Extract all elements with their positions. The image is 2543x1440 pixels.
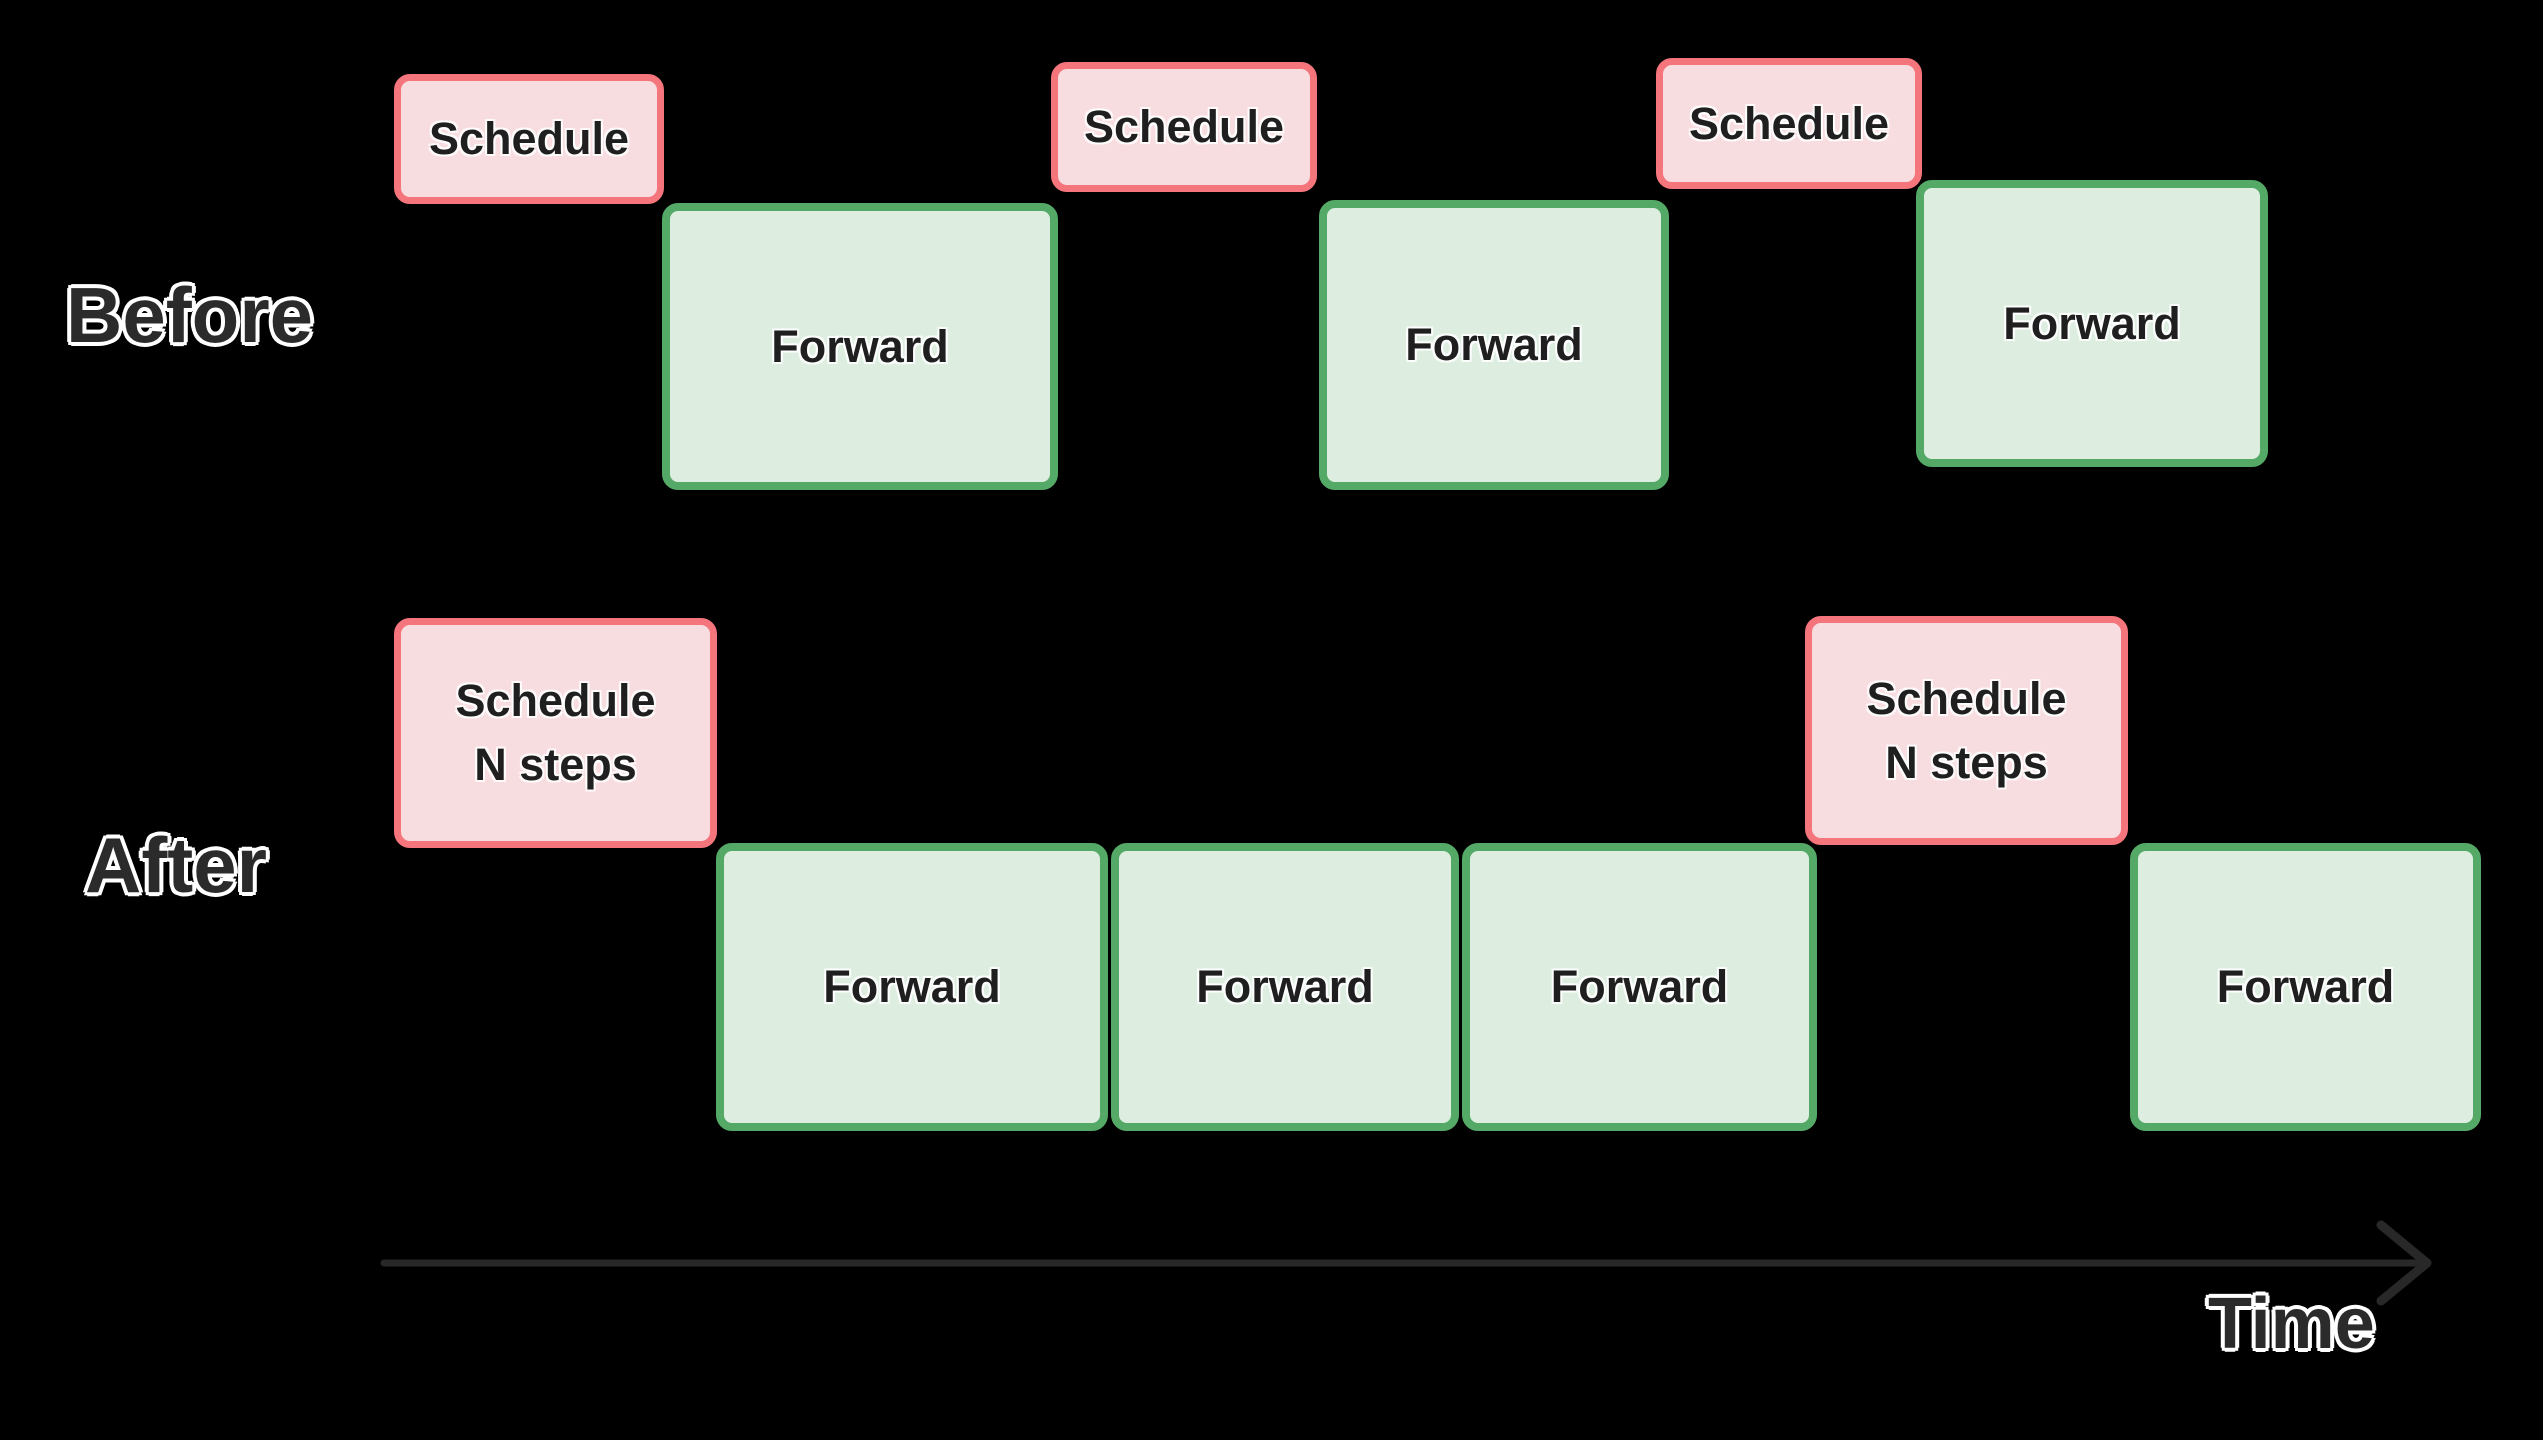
forward-block-label: Forward xyxy=(2216,961,2395,1013)
schedule-n-steps-line2: N steps xyxy=(474,739,637,790)
forward-block: Forward xyxy=(1319,200,1669,490)
schedule-block: Schedule xyxy=(1051,62,1317,192)
schedule-n-steps-block: Schedule N steps xyxy=(394,618,717,848)
forward-block-label: Forward xyxy=(1196,961,1374,1013)
schedule-block-label: Schedule xyxy=(1688,97,1890,149)
schedule-block: Schedule xyxy=(394,74,664,204)
schedule-n-steps-line2: N steps xyxy=(1885,736,2048,788)
schedule-block-label: Schedule xyxy=(1083,101,1285,153)
forward-block: Forward xyxy=(1111,843,1459,1131)
time-axis-arrow xyxy=(380,1220,2432,1306)
forward-block-label: Forward xyxy=(771,320,949,372)
forward-block-label: Forward xyxy=(1550,961,1729,1013)
before-row-label: Before xyxy=(66,271,314,359)
forward-block: Forward xyxy=(716,843,1108,1131)
forward-block: Forward xyxy=(2130,843,2481,1131)
forward-block: Forward xyxy=(662,203,1058,490)
schedule-n-steps-line1: Schedule xyxy=(455,675,656,727)
time-axis-label: Time xyxy=(2208,1284,2375,1364)
forward-block: Forward xyxy=(1916,180,2268,467)
schedule-n-steps-block: Schedule N steps xyxy=(1805,616,2128,845)
forward-block-label: Forward xyxy=(1405,319,1583,371)
schedule-block: Schedule xyxy=(1656,58,1922,189)
schedule-block-label: Schedule xyxy=(428,113,630,165)
forward-block: Forward xyxy=(1462,843,1817,1131)
forward-block-label: Forward xyxy=(2003,297,2181,349)
schedule-n-steps-line1: Schedule xyxy=(1866,672,2067,724)
forward-block-label: Forward xyxy=(823,961,1001,1013)
after-row-label: After xyxy=(85,821,268,909)
